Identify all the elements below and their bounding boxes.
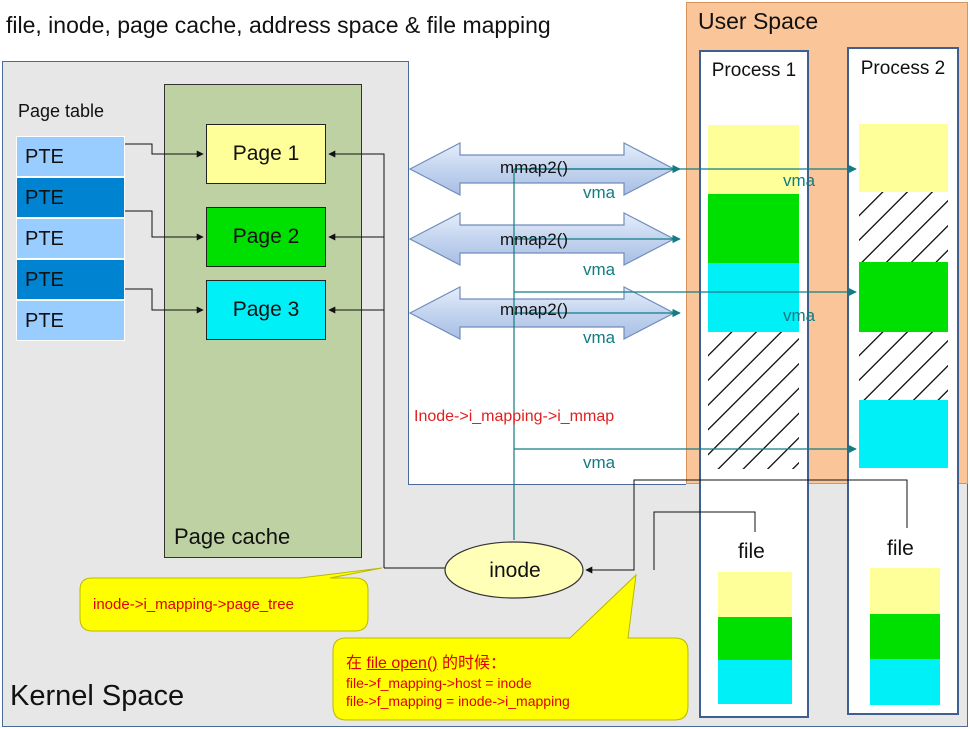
- pte-entry: PTE: [16, 259, 125, 300]
- file-open-callout-post: 的时候：: [437, 655, 507, 672]
- p2-file-page3: [870, 659, 940, 705]
- mmap-region: [408, 61, 686, 485]
- file-open-callout-link: file open(): [366, 655, 438, 672]
- p1-file-page1: [718, 572, 792, 617]
- pte-to-page3-arrow: [125, 288, 204, 314]
- page-2: Page 2: [206, 207, 326, 267]
- pte-entry: PTE: [16, 218, 125, 259]
- p2-vma-page2: [859, 262, 948, 332]
- vma-label: vma: [583, 328, 616, 347]
- p1-file-page3: [718, 660, 792, 704]
- p1-vma-page2: [708, 194, 799, 263]
- page-3: Page 3: [206, 280, 326, 340]
- p1-unmapped-region: [708, 332, 799, 469]
- file2-to-inode-arrow: [585, 479, 908, 574]
- file1-to-inode-line: [653, 511, 756, 570]
- vma-label: vma: [583, 453, 616, 472]
- user-space-label: User Space: [698, 8, 819, 34]
- mmap-call-label: mmap2(): [500, 300, 569, 319]
- i-mmap-label: Inode->i_mapping->i_mmap: [414, 408, 615, 425]
- process-1-label: Process 1: [711, 60, 797, 81]
- pte-entry: PTE: [16, 136, 125, 177]
- p2-file-page1: [870, 568, 940, 614]
- vma-label: vma: [783, 171, 816, 190]
- process-2-label: Process 2: [860, 58, 946, 79]
- p1-vma-page1: [708, 125, 799, 194]
- file-open-callout-heading: 在 file open() 的时候：: [346, 655, 506, 672]
- vma-label: vma: [583, 183, 616, 202]
- file-open-callout-bubble: [332, 573, 689, 721]
- kernel-space-label: Kernel Space: [10, 680, 185, 712]
- page-cache-label: Page cache: [174, 524, 291, 549]
- p1-vma-page3: [708, 263, 799, 332]
- pte-to-page2-arrow: [125, 210, 204, 241]
- page-tree-to-page1-arrow: [328, 150, 385, 568]
- diagram-title: file, inode, page cache, address space &…: [6, 12, 551, 38]
- file-open-callout-line1: file->f_mapping->host = inode: [346, 675, 532, 691]
- page-table-label: Page table: [18, 101, 105, 121]
- p2-unmapped-region: [859, 332, 948, 400]
- inode-label: inode: [489, 559, 541, 582]
- process-1-file-label: file: [738, 540, 765, 563]
- mmap-call-label: mmap2(): [500, 230, 569, 249]
- p2-vma-page3: [859, 400, 948, 468]
- pte-entry: PTE: [16, 300, 125, 341]
- p2-vma-page1: [859, 124, 948, 192]
- page-tree-callout-text: inode->i_mapping->page_tree: [93, 596, 294, 613]
- p2-file-page2: [870, 614, 940, 659]
- p2-unmapped-region: [859, 192, 948, 262]
- mmap-call-label: mmap2(): [500, 158, 569, 177]
- process-2-file-label: file: [887, 537, 914, 560]
- vma-label: vma: [583, 260, 616, 279]
- page-tree-callout-bubble: [79, 567, 383, 632]
- pte-to-page1-arrow: [125, 143, 204, 158]
- file-open-callout-line2: file->f_mapping = inode->i_mapping: [346, 693, 570, 709]
- page-1: Page 1: [206, 124, 326, 184]
- pte-entry: PTE: [16, 177, 125, 218]
- file-open-callout-pre: 在: [346, 655, 367, 672]
- vma-label: vma: [783, 306, 816, 325]
- inode-node: [444, 541, 584, 599]
- p1-file-page2: [718, 617, 792, 660]
